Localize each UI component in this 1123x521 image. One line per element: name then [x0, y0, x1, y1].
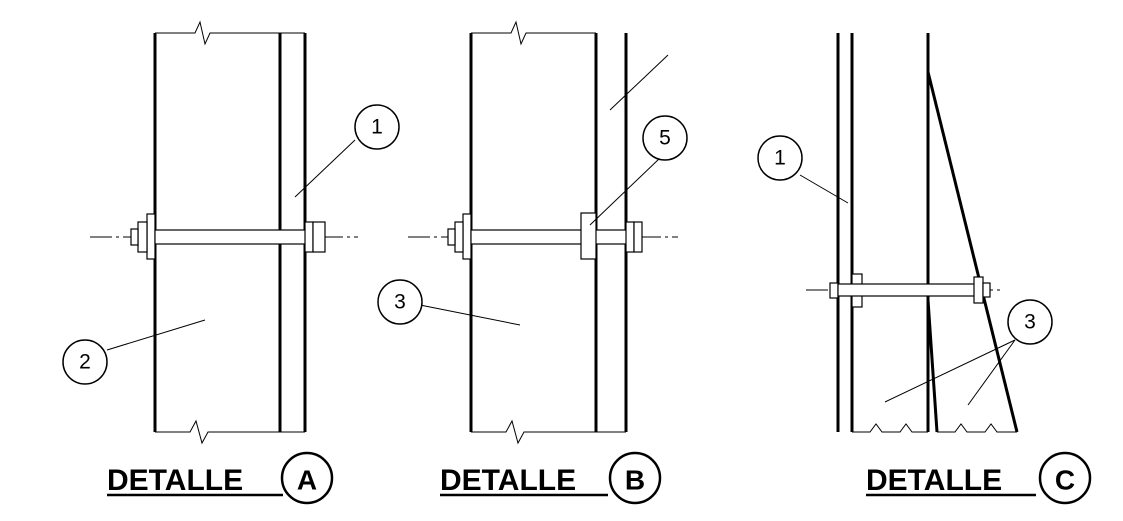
detail-title-a: DETALLE A: [107, 451, 334, 505]
panel-wall-kink: [926, 299, 939, 433]
detail-c: 1 3 DETALLE C: [757, 33, 1092, 505]
detail-letter: C: [1055, 465, 1075, 496]
callout-5: 5: [642, 115, 688, 161]
callout-label: 1: [371, 116, 383, 139]
panel-wall-slanted: [926, 71, 1019, 433]
callout-label: 3: [394, 291, 406, 314]
callout-label: 2: [79, 351, 91, 374]
leader-3a: [884, 339, 1016, 403]
leader-3: [419, 304, 521, 326]
detail-title-b: DETALLE B: [440, 451, 662, 505]
leader-1: [799, 174, 849, 204]
detail-title-text: DETALLE: [440, 464, 576, 497]
callout-3: 3: [377, 279, 423, 325]
leader-extra: [609, 54, 669, 111]
detail-title-text: DETALLE: [866, 464, 1002, 497]
callout-label: 5: [659, 127, 671, 150]
leader-2: [106, 319, 206, 351]
detail-letter: B: [625, 465, 645, 496]
break-line-top: [471, 20, 596, 46]
detail-title-text: DETALLE: [107, 464, 243, 497]
callout-label: 3: [1024, 311, 1036, 334]
callout-3: 3: [1007, 299, 1053, 345]
break-line-top: [155, 20, 280, 46]
detail-a: 1 2 DETALLE A: [62, 20, 400, 505]
callout-label: 1: [774, 147, 786, 170]
callout-1: 1: [757, 135, 803, 181]
break-line-bottom: [937, 423, 1017, 433]
callout-1: 1: [354, 104, 400, 150]
leader-3b: [967, 339, 1016, 406]
detail-title-c: DETALLE C: [866, 451, 1092, 505]
leader-1: [294, 139, 356, 198]
callout-2: 2: [62, 339, 108, 385]
break-line-bottom: [155, 419, 280, 445]
bolt-assembly: [447, 212, 643, 260]
detail-b: 5 3 DETALLE B: [377, 20, 688, 505]
break-line-bottom: [852, 423, 928, 433]
bolt-assembly: [829, 273, 991, 308]
detail-letter: A: [297, 465, 317, 496]
leader-5: [589, 157, 661, 226]
break-line-bottom: [471, 419, 596, 445]
bolt-assembly: [130, 213, 326, 260]
